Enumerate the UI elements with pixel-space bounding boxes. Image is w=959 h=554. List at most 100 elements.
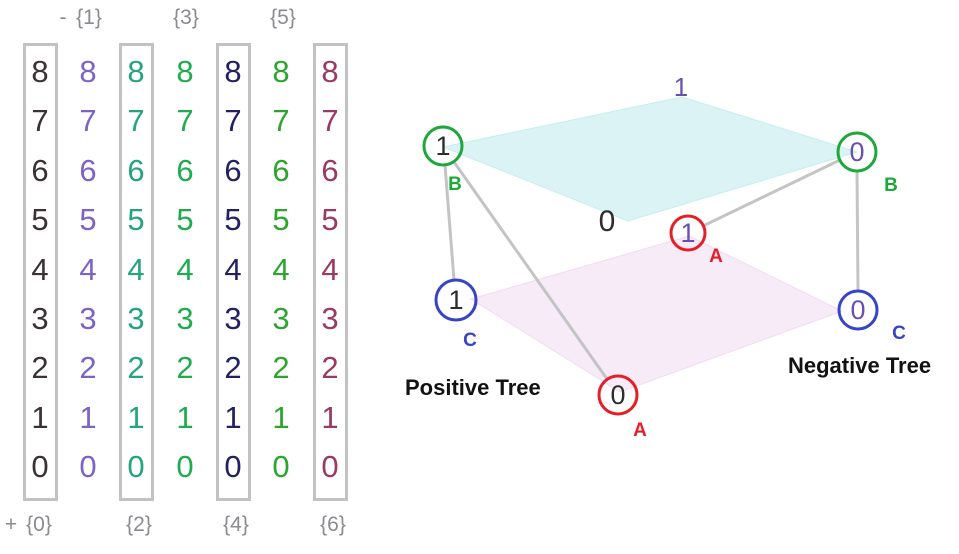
digit-cell: 1 (31, 399, 49, 435)
digit-cell: 4 (79, 251, 97, 287)
edge-atop-bright (701, 158, 842, 228)
digit-cell: 3 (224, 300, 242, 336)
digit-cell: 0 (224, 449, 242, 485)
top-plane-value: 1 (674, 72, 688, 102)
top-plane (441, 96, 859, 222)
digit-cell: 3 (272, 300, 290, 336)
node-a-bottom-ring (597, 374, 639, 416)
minus-sign: - (59, 6, 67, 29)
set-label-1: {1} (76, 6, 102, 29)
digit-cell: 8 (272, 54, 290, 89)
digit-column-set-5: 8 7 6 5 4 3 2 1 0 (263, 47, 299, 492)
bottom-plane-value: 0 (599, 205, 616, 238)
node-c-left-ring (434, 278, 478, 322)
digit-cell: 5 (79, 202, 97, 238)
edge-bleft-cleft (443, 163, 456, 282)
node-c-left-value: 1 (448, 285, 463, 315)
digit-cell: 3 (79, 300, 97, 336)
node-b-right-label: B (884, 175, 898, 196)
node-b-left-label: B (448, 174, 462, 195)
digit-cell: 0 (79, 449, 97, 485)
node-a-bottom-value: 0 (610, 380, 625, 410)
digit-cell: 0 (176, 449, 194, 485)
digit-cell: 7 (321, 103, 339, 139)
digit-cell: 4 (127, 251, 145, 287)
digit-cell: 6 (79, 152, 97, 188)
digit-cell: 8 (79, 54, 97, 89)
digit-cell: 2 (79, 350, 97, 386)
digit-cell: 1 (127, 399, 145, 435)
digit-cell: 0 (272, 449, 290, 485)
column-box-set-0 (23, 43, 58, 501)
digit-cell: 7 (31, 103, 49, 139)
digit-cell: 5 (31, 202, 49, 238)
node-b-left-value: 1 (435, 131, 450, 161)
digit-cell: 7 (224, 103, 242, 139)
set-label-2: {2} (126, 513, 152, 536)
tree-diagram: 1 0 1 0 1 0 B B A A C C 1 0 Positive Tre… (405, 72, 931, 441)
digit-cell: 2 (127, 350, 145, 386)
digit-cell: 4 (224, 251, 242, 287)
column-box-set-6 (313, 43, 348, 501)
digit-cell: 2 (224, 350, 242, 386)
digit-cell: 0 (321, 449, 339, 485)
node-b-right-ring (836, 131, 878, 173)
digit-cell: 6 (31, 152, 49, 188)
node-b-right-value: 0 (849, 137, 864, 167)
edge-bleft-abottom (452, 160, 609, 381)
node-c-left-label: C (463, 330, 477, 351)
digit-cell: 3 (176, 300, 194, 336)
digit-cell: 4 (31, 251, 49, 287)
node-a-top-value: 1 (680, 218, 695, 248)
digit-cell: 7 (272, 103, 290, 139)
node-a-top-ring (669, 214, 707, 252)
digit-cell: 1 (321, 399, 339, 435)
set-label-3: {3} (173, 6, 199, 29)
digit-cell: 4 (272, 251, 290, 287)
digit-cell: 8 (31, 54, 49, 89)
digit-cell: 3 (321, 300, 339, 336)
node-c-right-label: C (892, 323, 906, 344)
digit-cell: 6 (176, 152, 194, 188)
node-a-top-label: A (709, 246, 723, 267)
node-c-right-value: 0 (850, 295, 865, 325)
plus-sign: + (4, 513, 18, 536)
set-label-5: {5} (270, 6, 296, 29)
bottom-plane (469, 235, 844, 393)
digit-cell: 2 (176, 350, 194, 386)
digit-cell: 0 (127, 449, 145, 485)
digit-cell: 8 (127, 54, 145, 89)
digit-cell: 5 (224, 202, 242, 238)
positive-tree-title: Positive Tree (405, 375, 541, 400)
digit-cell: 1 (272, 399, 290, 435)
digit-cell: 2 (272, 350, 290, 386)
digit-cell: 4 (321, 251, 339, 287)
edge-bright-cright (855, 169, 860, 293)
negative-tree-title: Negative Tree (788, 353, 931, 378)
digit-cell: 7 (79, 103, 97, 139)
digit-cell: 6 (321, 152, 339, 188)
digit-cell: 8 (224, 54, 242, 89)
digit-cell: 8 (321, 54, 339, 89)
digit-cell: 4 (176, 251, 194, 287)
digit-cell: 1 (176, 399, 194, 435)
node-a-bottom-label: A (633, 420, 647, 441)
digit-cell: 6 (272, 152, 290, 188)
digit-cell: 7 (127, 103, 145, 139)
digit-cell: 1 (79, 399, 97, 435)
digit-cell: 6 (127, 152, 145, 188)
digit-cell: 5 (272, 202, 290, 238)
digit-cell: 3 (31, 300, 49, 336)
set-label-4: {4} (223, 513, 249, 536)
node-b-left-ring (422, 125, 464, 167)
digit-cell: 0 (31, 449, 49, 485)
column-box-set-2 (119, 43, 154, 501)
digit-cell: 6 (224, 152, 242, 188)
digit-cell: 5 (127, 202, 145, 238)
